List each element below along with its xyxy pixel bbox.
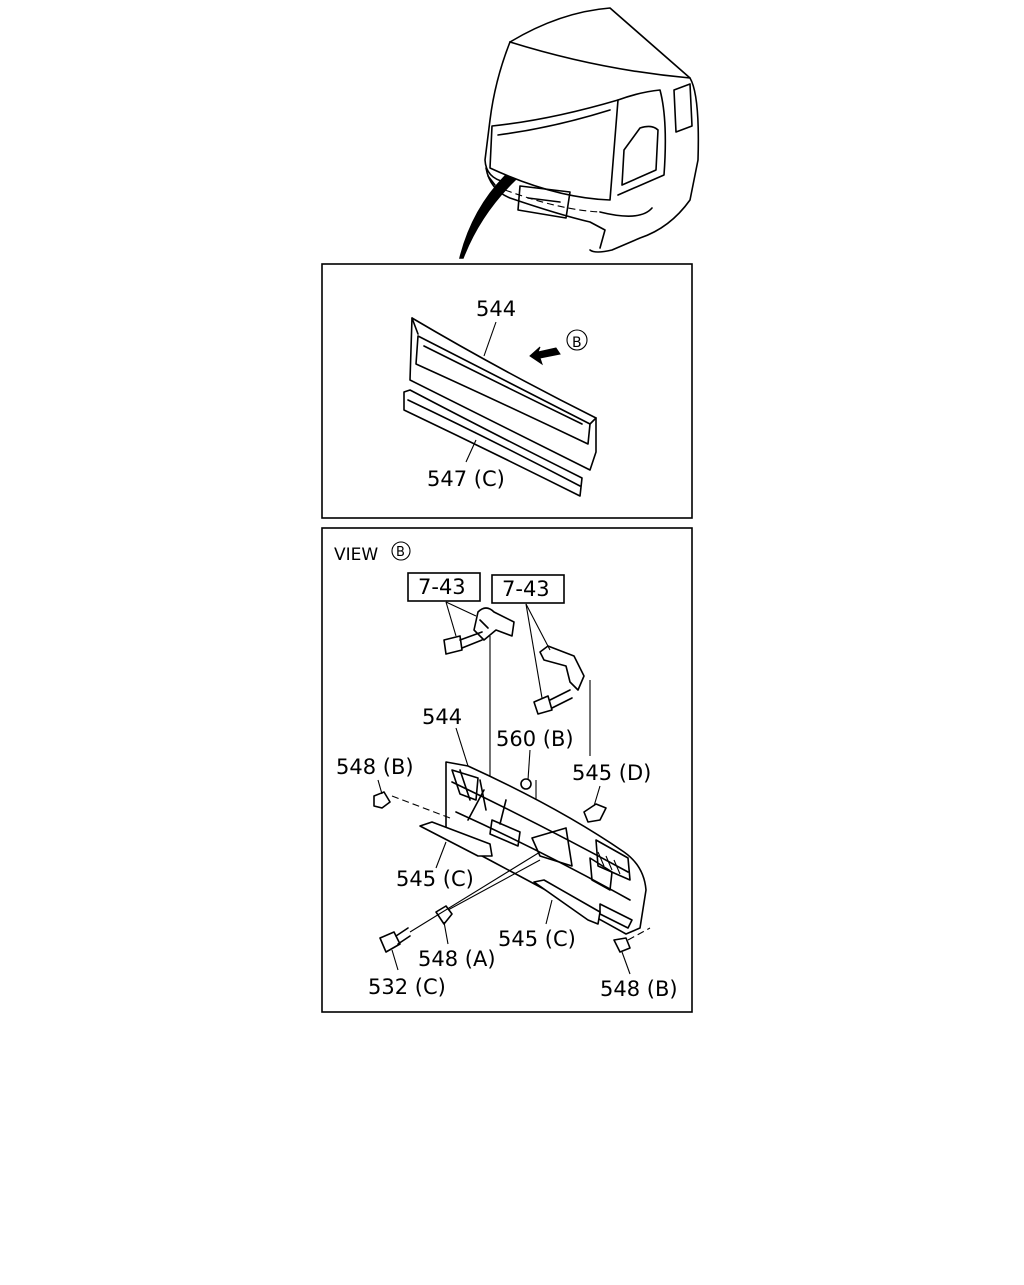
clip-548a-icon: [435, 905, 453, 925]
label-545d: 545 (D): [572, 761, 651, 785]
upper-bracket-left: [473, 607, 515, 641]
label-view-ref-b: B: [572, 335, 582, 351]
front-grille-544: [409, 317, 597, 471]
clip-548b-right-icon: [613, 937, 631, 953]
label-545c-left: 545 (C): [396, 867, 474, 891]
ref-box-right: [491, 574, 565, 604]
clip-548b-left-icon: [373, 791, 391, 809]
label-548b-left: 548 (B): [336, 755, 414, 779]
bolt-left-icon: [443, 631, 483, 655]
view-title-ref: B: [396, 545, 405, 560]
ref-box-right-text: 7-43: [502, 577, 550, 601]
label-560b: 560 (B): [496, 727, 574, 751]
label-544-view: 544: [422, 705, 462, 729]
label-548b-right: 548 (B): [600, 977, 678, 1001]
ref-box-left: [407, 572, 481, 602]
label-547c: 547 (C): [427, 467, 505, 491]
bolt-right-icon: [533, 689, 573, 715]
seal-545c-right: [533, 879, 601, 925]
view-title: VIEW: [334, 545, 378, 565]
ref-box-left-text: 7-43: [418, 575, 466, 599]
label-545c-right: 545 (C): [498, 927, 576, 951]
view-direction-arrow: [529, 329, 588, 366]
label-532c: 532 (C): [368, 975, 446, 999]
bolt-532c-icon: [379, 927, 411, 953]
clip-560b-icon: [520, 778, 532, 790]
truck-cab-illustration: [459, 7, 700, 259]
lower-molding-547c: [403, 389, 583, 497]
view-title-circle: [391, 541, 411, 561]
upper-bracket-right: [539, 645, 585, 691]
label-548a: 548 (A): [418, 947, 496, 971]
front-grille-544-rear: [445, 761, 647, 935]
label-544-top: 544: [476, 297, 516, 321]
seal-545c-left: [419, 821, 493, 857]
